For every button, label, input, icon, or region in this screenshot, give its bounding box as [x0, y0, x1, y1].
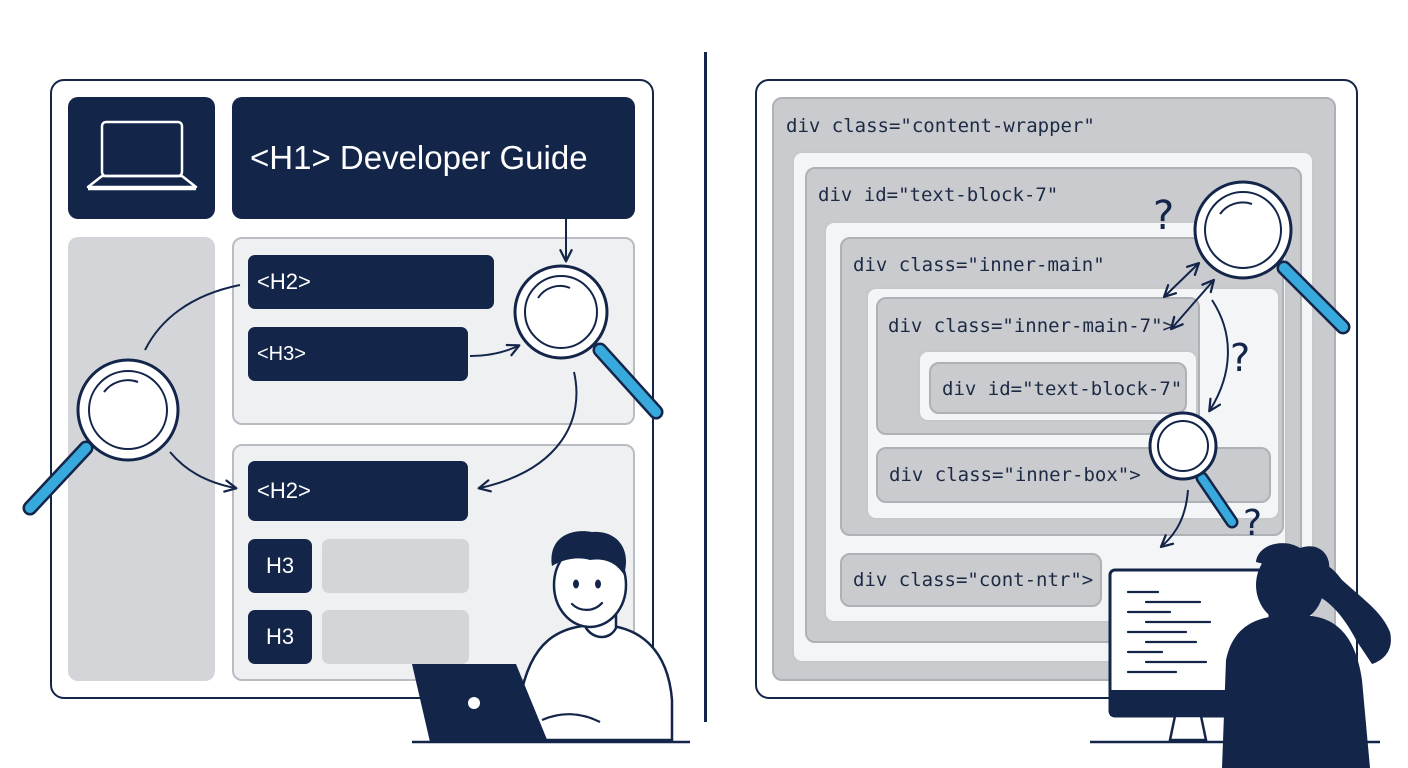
divider: [704, 52, 707, 722]
heading-h2-block: <H2>: [248, 255, 494, 309]
heading-h3-tag: H3: [248, 539, 312, 593]
div-level-7: [840, 553, 1102, 607]
question-mark-1: ?: [1153, 193, 1175, 239]
developer-illustration: [412, 531, 690, 744]
magnifier-icon: [22, 358, 180, 516]
page-title-text: <H1> Developer Guide: [250, 139, 588, 176]
magnifier-icon-3: [1193, 180, 1351, 335]
div-level-4-label: div class="inner-main-7">: [888, 315, 1174, 337]
flow-arrows-left: [144, 219, 578, 493]
flow-arrows-right: [1159, 261, 1229, 549]
text-placeholder: [322, 539, 469, 593]
div-level-6-label: div class="inner-box">: [889, 464, 1141, 486]
div-level-1-label: div class="content-wrapper": [786, 115, 1095, 137]
div-level-3-label: div class="inner-main": [853, 254, 1105, 276]
magnifier-icon-4: [1148, 411, 1239, 529]
heading-h3-tag-2: H3: [248, 610, 312, 664]
heading-h2-block-2: <H2>: [248, 461, 468, 521]
logo-box: [68, 97, 215, 219]
laptop-icon-2: [412, 664, 548, 742]
heading-h3-block: <H3>: [248, 327, 468, 381]
div-level-2-label: div id="text-block-7": [818, 184, 1059, 206]
div-level-5: [929, 362, 1187, 414]
page-title: <H1> Developer Guide: [232, 97, 635, 219]
question-mark-3: ?: [1243, 503, 1263, 544]
code-lines: [1126, 590, 1212, 674]
div-level-5-label: div id="text-block-7": [942, 378, 1183, 400]
magnifier-icon-2: [513, 264, 664, 420]
confused-developer-silhouette: [1222, 543, 1391, 768]
div-level-7-label: div class="cont-ntr">: [853, 569, 1094, 591]
text-placeholder-2: [322, 610, 469, 664]
question-mark-2: ?: [1230, 336, 1251, 380]
